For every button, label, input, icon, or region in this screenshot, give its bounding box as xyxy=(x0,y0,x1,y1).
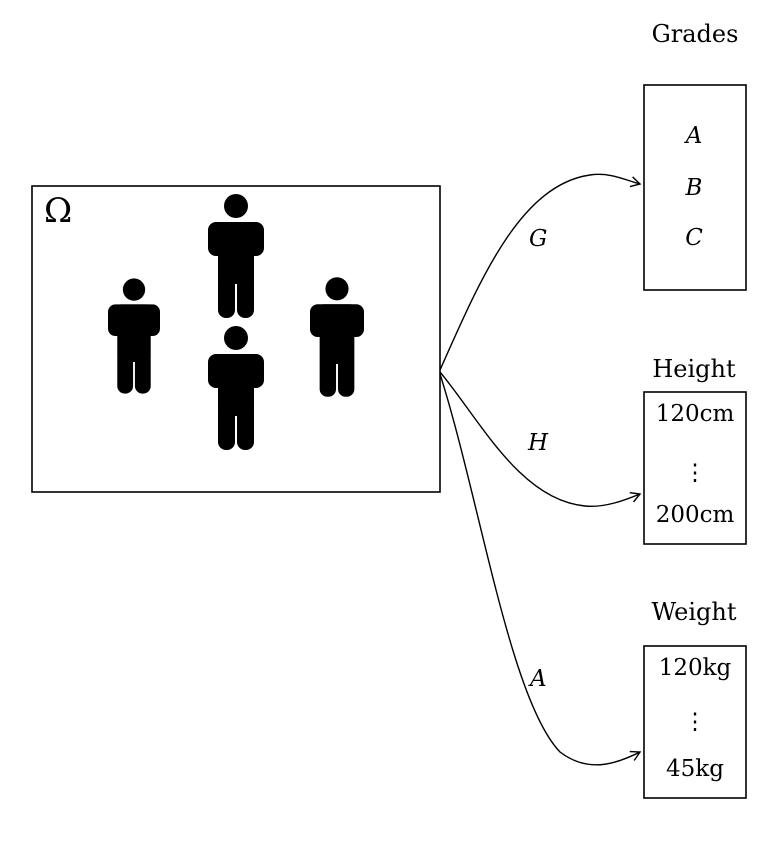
map-arrow-height xyxy=(439,371,642,508)
weight-bottom-value: 45kg xyxy=(666,756,724,782)
grade-value: B xyxy=(685,175,703,201)
weight-ellipsis: ⋮ xyxy=(684,709,707,735)
person-icon xyxy=(108,278,160,394)
map-arrow-weight xyxy=(439,373,642,766)
grade-value: A xyxy=(684,123,703,149)
weight-top-value: 120kg xyxy=(659,655,732,681)
weight-title: Weight xyxy=(651,598,736,626)
height-box xyxy=(643,391,747,545)
people-group xyxy=(108,194,364,450)
height-ellipsis: ⋮ xyxy=(684,460,707,486)
person-icon xyxy=(310,277,364,397)
height-bottom-value: 200cm xyxy=(656,502,735,528)
height-top-value: 120cm xyxy=(656,401,735,427)
map-label-h: H xyxy=(527,430,549,456)
grades-box xyxy=(643,84,747,291)
person-icon xyxy=(208,326,264,450)
sample-space-box xyxy=(31,185,441,493)
weight-box xyxy=(643,645,747,799)
map-label-g: G xyxy=(529,226,547,252)
height-title: Height xyxy=(652,355,736,383)
person-icon xyxy=(208,194,264,318)
map-arrow-grades xyxy=(439,173,642,371)
grades-title: Grades xyxy=(652,20,739,48)
map-label-a: A xyxy=(528,666,547,692)
grade-value: C xyxy=(685,225,703,251)
omega-symbol: Ω xyxy=(44,191,72,231)
